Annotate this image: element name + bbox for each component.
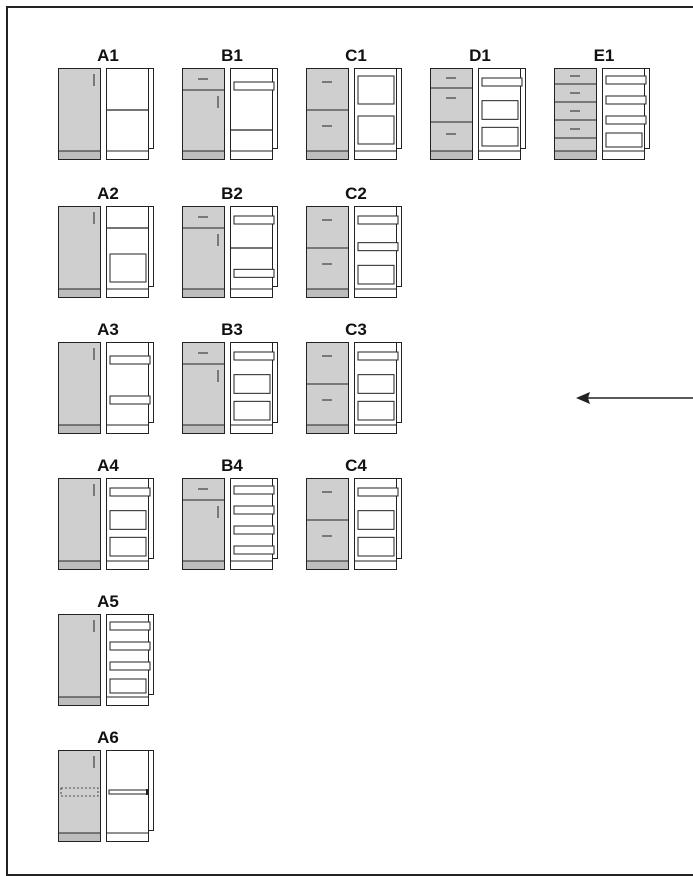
config-b2: B2	[182, 184, 282, 304]
config-label: A4	[97, 456, 119, 475]
config-a4: A4	[58, 456, 158, 576]
open-fridge	[478, 68, 526, 160]
closed-fridge	[58, 342, 101, 434]
config-label: B4	[221, 456, 243, 475]
open-fridge	[230, 342, 278, 434]
config-label: C3	[345, 320, 367, 339]
closed-fridge	[58, 68, 101, 160]
closed-fridge	[58, 750, 101, 842]
config-b4: B4	[182, 456, 282, 576]
open-fridge	[230, 68, 278, 160]
closed-fridge	[306, 342, 349, 434]
config-c2: C2	[306, 184, 406, 304]
open-fridge	[106, 206, 154, 298]
config-label: B2	[221, 184, 243, 203]
closed-fridge	[58, 206, 101, 298]
closed-fridge	[554, 68, 597, 160]
open-fridge	[106, 68, 154, 160]
open-fridge	[230, 206, 278, 298]
config-label: C4	[345, 456, 367, 475]
config-b1: B1	[182, 46, 282, 166]
config-a2: A2	[58, 184, 158, 304]
closed-fridge	[58, 478, 101, 570]
closed-fridge	[182, 206, 225, 298]
fridge-illustration	[182, 342, 278, 434]
open-fridge	[354, 478, 402, 570]
config-a1: A1	[58, 46, 158, 166]
left-arrow-icon	[576, 392, 693, 404]
closed-fridge	[182, 342, 225, 434]
closed-fridge	[58, 614, 101, 706]
open-fridge	[602, 68, 650, 160]
fridge-illustration	[58, 614, 154, 706]
closed-fridge	[306, 478, 349, 570]
closed-fridge	[306, 68, 349, 160]
closed-fridge	[182, 68, 225, 160]
config-label: A1	[97, 46, 119, 65]
config-label: D1	[469, 46, 491, 65]
fridge-illustration	[58, 68, 154, 160]
open-fridge	[106, 750, 154, 842]
config-label: A2	[97, 184, 119, 203]
fridge-illustration	[306, 478, 402, 570]
config-c3: C3	[306, 320, 406, 440]
closed-fridge	[430, 68, 473, 160]
closed-fridge	[306, 206, 349, 298]
config-label: B3	[221, 320, 243, 339]
config-label: C2	[345, 184, 367, 203]
fridge-illustration	[58, 478, 154, 570]
open-fridge	[354, 342, 402, 434]
fridge-illustration	[306, 68, 402, 160]
open-fridge	[354, 206, 402, 298]
config-label: E1	[593, 46, 615, 65]
fridge-illustration	[306, 206, 402, 298]
open-fridge	[106, 614, 154, 706]
config-d1: D1	[430, 46, 530, 166]
config-label: A5	[97, 592, 119, 611]
open-fridge	[106, 478, 154, 570]
config-b3: B3	[182, 320, 282, 440]
fridge-illustration	[306, 342, 402, 434]
fridge-illustration	[430, 68, 526, 160]
config-a5: A5	[58, 592, 158, 712]
fridge-illustration	[58, 206, 154, 298]
config-e1: E1	[554, 46, 654, 166]
closed-fridge	[182, 478, 225, 570]
config-a3: A3	[58, 320, 158, 440]
config-label: A3	[97, 320, 119, 339]
config-label: B1	[221, 46, 243, 65]
config-a6: A6	[58, 728, 158, 848]
open-fridge	[230, 478, 278, 570]
fridge-illustration	[58, 750, 154, 842]
fridge-illustration	[554, 68, 650, 160]
config-label: A6	[97, 728, 119, 747]
fridge-illustration	[182, 68, 278, 160]
config-label: C1	[345, 46, 367, 65]
fridge-illustration	[58, 342, 154, 434]
open-fridge	[106, 342, 154, 434]
config-c4: C4	[306, 456, 406, 576]
open-fridge	[354, 68, 402, 160]
config-c1: C1	[306, 46, 406, 166]
fridge-illustration	[182, 478, 278, 570]
fridge-illustration	[182, 206, 278, 298]
